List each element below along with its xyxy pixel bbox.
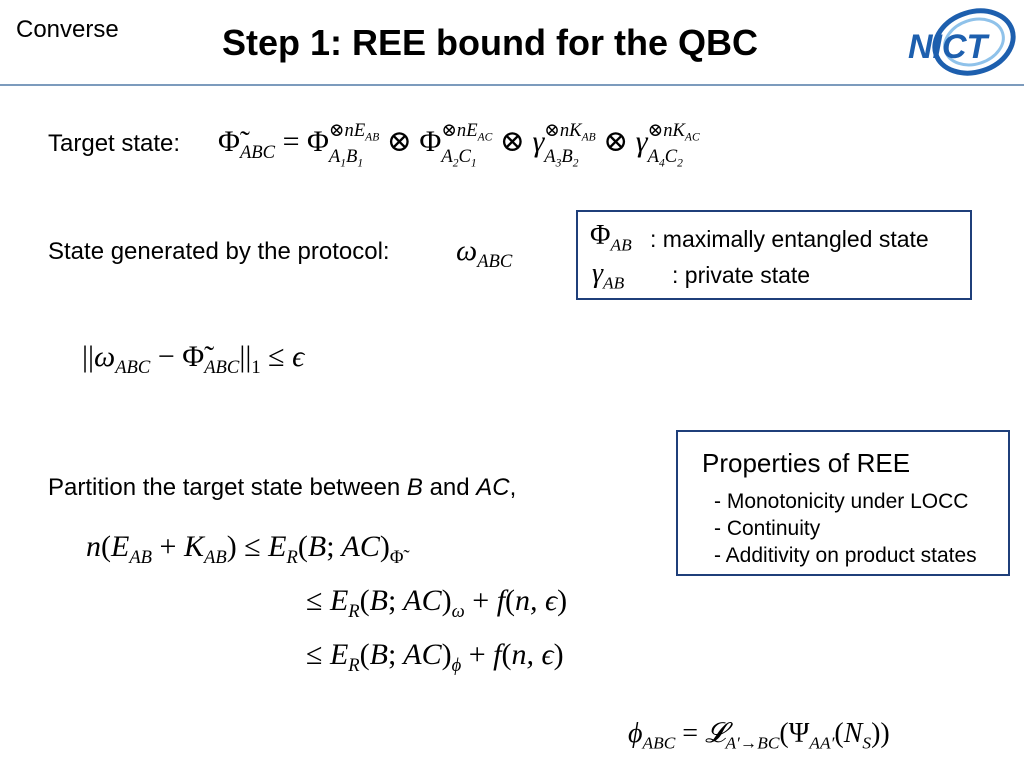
inequality-line-3: ≤ ER(B; AC)ϕ + f(n, ϵ) — [306, 638, 564, 676]
phi-description: : maximally entangled state — [650, 226, 929, 252]
nict-logo: NICT — [908, 8, 1016, 76]
trace-distance-inequality: ||ωABC − Φ̃ABC||1 ≤ ϵ — [82, 340, 305, 378]
notation-legend-box: ΦAB : maximally entangled state γAB : pr… — [576, 210, 972, 300]
channel-state-equation: ϕABC = 𝓛A′→BC(ΨAA′(NS)) — [628, 718, 890, 753]
gamma-symbol: γAB — [592, 258, 625, 293]
slide-title: Step 1: REE bound for the QBC — [222, 22, 758, 63]
property-item: - Additivity on product states — [714, 544, 977, 567]
partition-sentence: Partition the target state between B and… — [48, 474, 517, 501]
section-label: Converse — [16, 16, 119, 43]
inequality-line-2: ≤ ER(B; AC)ω + f(n, ϵ) — [306, 584, 568, 622]
properties-title: Properties of REE — [702, 448, 911, 478]
properties-box: Properties of REE - Monotonicity under L… — [676, 430, 1010, 576]
svg-text:NICT: NICT — [908, 28, 991, 66]
inequality-line-1: n(EAB + KAB) ≤ ER(B; AC)Φ̃ — [86, 530, 404, 568]
generated-state-label: State generated by the protocol: — [48, 238, 390, 265]
property-item: - Monotonicity under LOCC — [714, 490, 969, 513]
gamma-description: : private state — [672, 262, 811, 288]
phi-symbol: ΦAB — [590, 220, 632, 255]
property-item: - Continuity — [714, 517, 821, 540]
generated-state-symbol: ωABC — [456, 234, 513, 272]
target-state-label: Target state: — [48, 130, 181, 157]
header-divider — [0, 84, 1024, 86]
